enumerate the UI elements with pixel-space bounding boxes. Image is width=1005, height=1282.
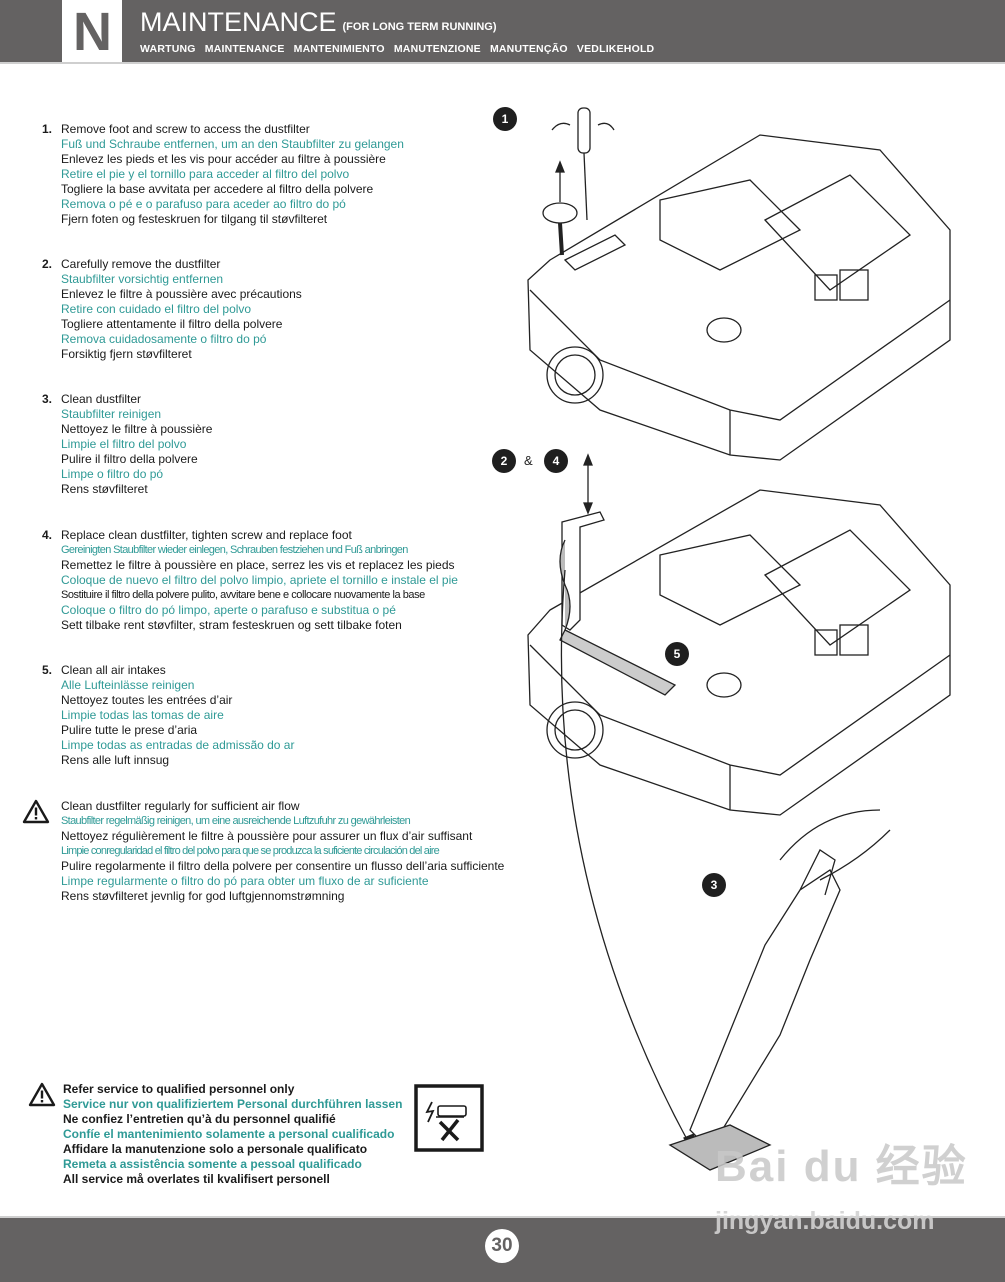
warning-line-es: Limpie conregularidad el filtro del polv… (61, 845, 440, 857)
step-number: 2. (42, 257, 53, 271)
step-line-it: Sostituire il filtro della polvere pulit… (61, 589, 425, 601)
step-line-de: Alle Lufteinlässe reinigen (61, 678, 195, 692)
page-subtitle-translations: WARTUNG MAINTENANCE MANTENIMIENTO MANUTE… (140, 43, 655, 55)
projector-diagram (527, 107, 951, 1171)
step-line-it: Togliere la base avvitata per accedere a… (61, 182, 374, 196)
step-number: 4. (42, 528, 53, 542)
warning-line-it: Pulire regolarmente il filtro della polv… (61, 859, 505, 873)
step-line-de: Gereinigten Staubfilter wieder einlegen,… (61, 544, 408, 556)
step-line-de: Staubfilter reinigen (61, 407, 162, 421)
step-line-fr: Nettoyez le filtre à poussière (61, 422, 213, 436)
baidu-watermark-url: jingyan.baidu.com (715, 1207, 935, 1235)
step-badge-2: 2 (492, 449, 516, 473)
step-number: 5. (42, 663, 53, 677)
warning-line-en: Clean dustfilter regularly for sufficien… (61, 799, 300, 813)
step-badge-1: 1 (493, 107, 517, 131)
step-line-pt: Remova o pé e o parafuso para aceder ao … (61, 197, 346, 211)
step-line-no: Sett tilbake rent støvfilter, stram fest… (61, 618, 402, 632)
step-line-fr: Enlevez le filtre à poussière avec préca… (61, 287, 302, 301)
step-line-it: Pulire il filtro della polvere (61, 452, 198, 466)
step-line-de: Staubfilter vorsichtig entfernen (61, 272, 224, 286)
page-header: N MAINTENANCE (FOR LONG TERM RUNNING) WAR… (0, 0, 1005, 64)
warning-triangle-icon (28, 1082, 56, 1107)
service-line-es: Confíe el mantenimiento solamente a pers… (63, 1127, 395, 1141)
baidu-watermark-logo: Bai du 经验 (715, 1142, 968, 1191)
step-line-de: Fuß und Schraube entfernen, um an den St… (61, 137, 404, 151)
step-line-pt: Limpe o filtro do pó (61, 467, 164, 481)
warning-line-fr: Nettoyez régulièrement le filtre à pouss… (61, 829, 473, 843)
step-number: 1. (42, 122, 53, 136)
title-suffix: (FOR LONG TERM RUNNING) (342, 21, 497, 33)
step-line-no: Forsiktig fjern støvfilteret (61, 347, 192, 361)
step-line-en: Replace clean dustfilter, tighten screw … (61, 528, 352, 542)
step-badge-3: 3 (702, 873, 726, 897)
step-line-en: Clean dustfilter (61, 392, 142, 406)
step-line-en: Clean all air intakes (61, 663, 166, 677)
step-line-fr: Nettoyez toutes les entrées d’air (61, 693, 233, 707)
step-line-es: Coloque de nuevo el filtro del polvo lim… (61, 573, 458, 587)
step-line-no: Rens alle luft innsug (61, 753, 170, 767)
section-letter: N (62, 0, 122, 62)
step-line-fr: Enlevez les pieds et les vis pour accéde… (61, 152, 386, 166)
step-line-es: Retire el pie y el tornillo para acceder… (61, 167, 350, 181)
step-line-fr: Remettez le filtre à poussière en place,… (61, 558, 455, 572)
step-line-no: Rens støvfilteret (61, 482, 148, 496)
step-line-pt: Coloque o filtro do pó limpo, aperte o p… (61, 603, 396, 617)
step-line-it: Togliere attentamente il filtro della po… (61, 317, 283, 331)
maintenance-illustration: 1 2 & 4 5 3 (480, 90, 1005, 1200)
step-line-en: Carefully remove the dustfilter (61, 257, 221, 271)
service-line-no: All service må overlates til kvalifisert… (63, 1172, 330, 1186)
step-badge-4: 4 (544, 449, 568, 473)
warning-line-de: Staubfilter regelmäßig reinigen, um eine… (61, 815, 411, 827)
service-line-fr: Ne confiez l’entretien qu’à du personnel… (63, 1112, 336, 1126)
step-line-es: Retire con cuidado el filtro del polvo (61, 302, 252, 316)
service-line-it: Affidare la manutenzione solo a personal… (63, 1142, 368, 1156)
title-main: MAINTENANCE (140, 7, 337, 37)
no-user-service-icon (414, 1084, 484, 1152)
step-line-en: Remove foot and screw to access the dust… (61, 122, 310, 136)
step-line-pt: Limpe todas as entradas de admissão do a… (61, 738, 295, 752)
step-line-it: Pulire tutte le prese d’aria (61, 723, 198, 737)
step-line-es: Limpie el filtro del polvo (61, 437, 187, 451)
service-line-de: Service nur von qualifiziertem Personal … (63, 1097, 403, 1111)
step-badge-5: 5 (665, 642, 689, 666)
page-number: 30 (485, 1229, 519, 1263)
service-line-en: Refer service to qualified personnel onl… (63, 1082, 295, 1096)
step-line-pt: Remova cuidadosamente o filtro do pó (61, 332, 267, 346)
warning-triangle-icon (22, 799, 50, 824)
warning-line-pt: Limpe regularmente o filtro do pó para o… (61, 874, 429, 888)
page-title: MAINTENANCE (FOR LONG TERM RUNNING) (140, 7, 497, 38)
step-line-es: Limpie todas las tomas de aire (61, 708, 224, 722)
ampersand: & (524, 453, 533, 468)
step-number: 3. (42, 392, 53, 406)
warning-line-no: Rens støvfilteret jevnlig for god luftgj… (61, 889, 345, 903)
service-line-pt: Remeta a assistência somente a pessoal q… (63, 1157, 362, 1171)
step-line-no: Fjern foten og festeskruen for tilgang t… (61, 212, 328, 226)
